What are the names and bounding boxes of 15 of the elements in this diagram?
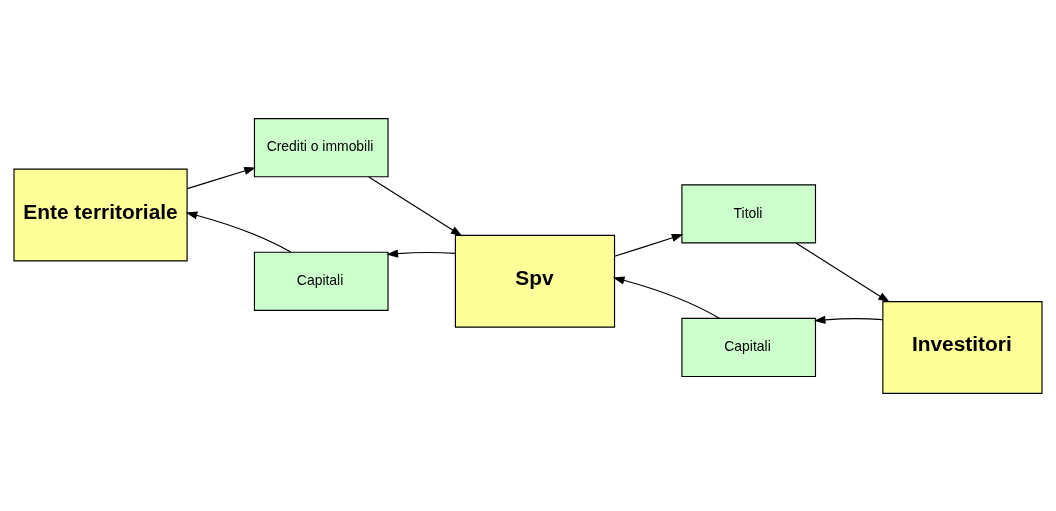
arrow — [386, 249, 456, 258]
arrow — [613, 233, 684, 257]
arrow — [813, 315, 884, 324]
node-box: Capitali — [253, 251, 389, 311]
node-box: Ente territoriale — [13, 168, 188, 261]
arrow — [612, 276, 720, 319]
node-box: Investitori — [882, 300, 1043, 394]
node-box: Titoli — [681, 183, 817, 243]
arrow — [368, 175, 463, 236]
arrow — [795, 242, 890, 302]
node-box: Capitali — [681, 317, 817, 377]
node-box: Crediti o immobili — [253, 117, 389, 177]
arrow — [186, 166, 256, 189]
arrow — [185, 210, 292, 253]
node-box: Spv — [454, 234, 616, 328]
